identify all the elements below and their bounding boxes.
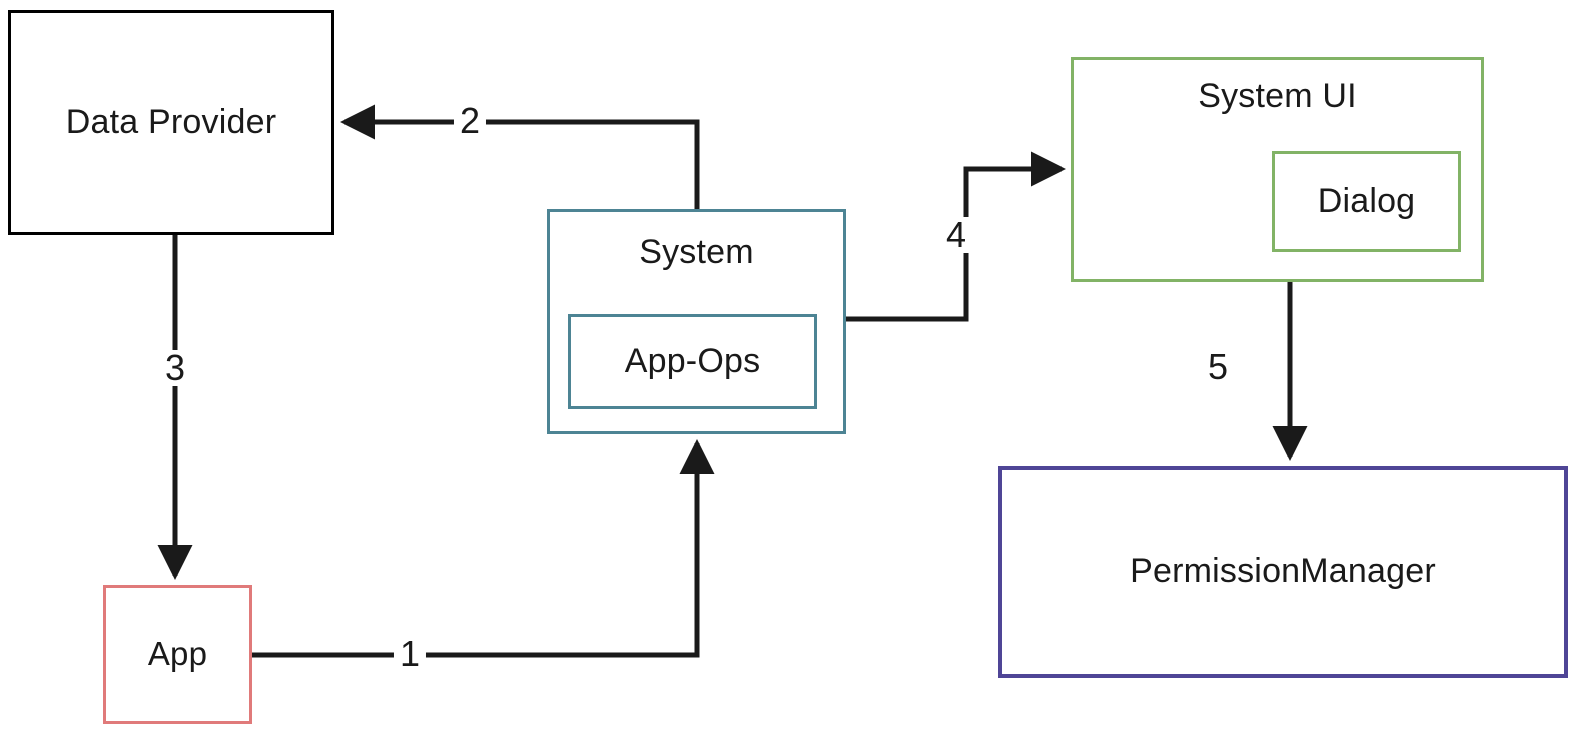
edge-label-1: 1 xyxy=(393,636,427,672)
edge-label-4: 4 xyxy=(939,217,973,253)
node-system-ui-label: System UI xyxy=(1198,77,1357,115)
edge-label-2: 2 xyxy=(453,103,487,139)
node-dialog-label: Dialog xyxy=(1317,181,1416,220)
edge-label-3: 3 xyxy=(158,350,192,386)
node-system-label: System xyxy=(639,233,754,271)
node-app-label: App xyxy=(147,635,208,673)
node-dialog[interactable]: Dialog xyxy=(1272,151,1461,252)
node-permission-manager[interactable]: PermissionManager xyxy=(998,466,1568,678)
node-data-provider-label: Data Provider xyxy=(65,102,277,141)
node-app-ops-label: App-Ops xyxy=(624,341,761,380)
edge-2-path xyxy=(339,104,700,209)
edge-label-5: 5 xyxy=(1201,349,1235,385)
node-data-provider[interactable]: Data Provider xyxy=(8,10,334,235)
node-permission-manager-label: PermissionManager xyxy=(1130,552,1436,591)
node-app-ops[interactable]: App-Ops xyxy=(568,314,817,409)
node-app[interactable]: App xyxy=(103,585,252,724)
edge-1-path xyxy=(252,438,715,658)
